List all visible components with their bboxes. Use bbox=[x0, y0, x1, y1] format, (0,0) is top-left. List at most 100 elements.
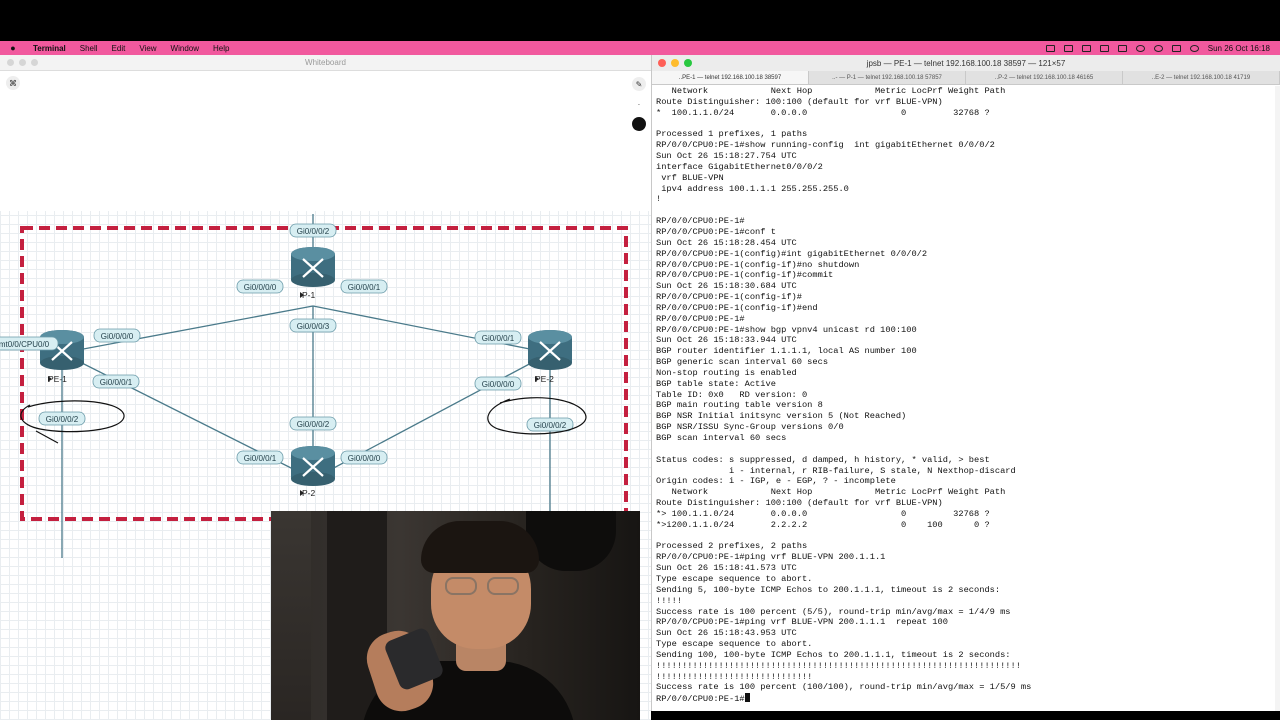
svg-text:Gi0/0/0/1: Gi0/0/0/1 bbox=[482, 334, 515, 343]
control-center-icon[interactable] bbox=[1171, 44, 1181, 52]
menu-view[interactable]: View bbox=[139, 43, 157, 53]
terminal-line: RP/0/0/CPU0:PE-1(config-if)# bbox=[656, 292, 802, 303]
notes-icon[interactable] bbox=[1063, 44, 1073, 52]
play-icon bbox=[48, 376, 52, 382]
terminal-line: RP/0/0/CPU0:PE-1(config-if)#no shutdown bbox=[656, 259, 860, 270]
terminal-line: Sun Oct 26 15:18:33.944 UTC bbox=[656, 335, 797, 346]
svg-text:mt0/0/CPU0/0: mt0/0/CPU0/0 bbox=[0, 340, 50, 349]
svg-text:Gi0/0/0/2: Gi0/0/0/2 bbox=[297, 420, 330, 429]
wifi-icon[interactable] bbox=[1135, 44, 1145, 52]
svg-text:Gi0/0/0/1: Gi0/0/0/1 bbox=[244, 454, 277, 463]
router-p2-icon[interactable] bbox=[291, 446, 335, 486]
screen-record-icon[interactable] bbox=[1045, 44, 1055, 52]
terminal-line: Table ID: 0x0 RD version: 0 bbox=[656, 389, 808, 400]
terminal-line: RP/0/0/CPU0:PE-1# bbox=[656, 313, 745, 324]
terminal-line: Sun Oct 26 15:18:27.754 UTC bbox=[656, 151, 797, 162]
svg-text:Gi0/0/0/0: Gi0/0/0/0 bbox=[482, 380, 515, 389]
terminal-line: *> 100.1.1.0/24 0.0.0.0 0 32768 ? bbox=[656, 508, 990, 519]
tab-pe-2[interactable]: ..E-2 — telnet 192.168.100.18 41719 bbox=[1123, 71, 1280, 84]
terminal-line: * 100.1.1.0/24 0.0.0.0 0 32768 ? bbox=[656, 107, 990, 118]
toolbar-toggle-icon[interactable]: ⌘ bbox=[6, 76, 20, 90]
flag-icon[interactable] bbox=[1099, 44, 1109, 52]
play-icon bbox=[300, 490, 304, 496]
iface-p1-left[interactable]: Gi0/0/0/0 bbox=[236, 279, 284, 294]
terminal-line: BGP router identifier 1.1.1.1, local AS … bbox=[656, 346, 917, 357]
router-p1-icon[interactable] bbox=[291, 247, 335, 287]
iface-pe1-mgmt[interactable]: mt0/0/CPU0/0 bbox=[0, 336, 59, 351]
iface-p1-top[interactable]: Gi0/0/0/2 bbox=[289, 223, 337, 238]
pen-tool-icon[interactable]: ✎ bbox=[632, 77, 646, 91]
terminal-scrollbar[interactable] bbox=[1275, 86, 1280, 711]
terminal-line: Processed 2 prefixes, 2 paths bbox=[656, 541, 808, 552]
battery-icon[interactable] bbox=[1081, 44, 1091, 52]
tab-pe-1[interactable]: ..PE-1 — telnet 192.168.100.18 38597 bbox=[652, 71, 809, 84]
terminal-line: Sun Oct 26 15:18:43.953 UTC bbox=[656, 628, 797, 639]
close-button[interactable] bbox=[7, 59, 14, 66]
whiteboard-titlebar: Whiteboard bbox=[0, 55, 651, 71]
minimize-button[interactable] bbox=[19, 59, 26, 66]
terminal-line: BGP generic scan interval 60 secs bbox=[656, 357, 829, 368]
terminal-line: RP/0/0/CPU0:PE-1#ping vrf BLUE-VPN 200.1… bbox=[656, 617, 948, 628]
terminal-line: Sending 5, 100-byte ICMP Echos to 200.1.… bbox=[656, 584, 1001, 595]
terminal-line: RP/0/0/CPU0:PE-1# bbox=[656, 216, 745, 227]
terminal-line bbox=[656, 531, 1274, 542]
annotation-circles bbox=[20, 397, 587, 444]
color-black-icon[interactable] bbox=[632, 117, 646, 131]
terminal-prompt: RP/0/0/CPU0:PE-1# bbox=[656, 694, 745, 705]
network-diagram[interactable]: P-1 PE-1 PE-2 P-2 Gi0/0/0/2 Gi0/0/0 bbox=[0, 71, 651, 720]
menu-window[interactable]: Window bbox=[170, 43, 199, 53]
router-pe2-icon[interactable] bbox=[528, 330, 572, 370]
zoom-button[interactable] bbox=[31, 59, 38, 66]
menubar-status-area: Sun 26 Oct 16:18 bbox=[1045, 43, 1280, 53]
terminal-prompt-line[interactable]: RP/0/0/CPU0:PE-1# bbox=[656, 693, 1274, 704]
terminal-line: Network Next Hop Metric LocPrf Weight Pa… bbox=[656, 86, 1006, 96]
menu-edit[interactable]: Edit bbox=[111, 43, 126, 53]
iface-pe1-lower[interactable]: Gi0/0/0/1 bbox=[92, 374, 140, 389]
node-label-pe2: PE-2 bbox=[535, 374, 554, 384]
terminal-line: RP/0/0/CPU0:PE-1(config)#int gigabitEthe… bbox=[656, 248, 928, 259]
menubar-clock[interactable]: Sun 26 Oct 16:18 bbox=[1207, 43, 1270, 53]
terminal-line: vrf BLUE-VPN bbox=[656, 172, 724, 183]
terminal-line: Sun Oct 26 15:18:28.454 UTC bbox=[656, 237, 797, 248]
search-icon[interactable] bbox=[1153, 44, 1163, 52]
iface-pe2-lower[interactable]: Gi0/0/0/0 bbox=[474, 376, 522, 391]
terminal-line: !!!!! bbox=[656, 595, 683, 606]
terminal-line: Network Next Hop Metric LocPrf Weight Pa… bbox=[656, 487, 1006, 498]
terminal-line: ipv4 address 100.1.1.1 255.255.255.0 bbox=[656, 183, 849, 194]
minimize-button[interactable] bbox=[671, 59, 679, 67]
iface-pe1-down[interactable]: Gi0/0/0/2 bbox=[38, 411, 86, 426]
menu-help[interactable]: Help bbox=[213, 43, 230, 53]
bluetooth-icon[interactable] bbox=[1117, 44, 1127, 52]
iface-p2-right[interactable]: Gi0/0/0/0 bbox=[340, 450, 388, 465]
iface-pe1-upper[interactable]: Gi0/0/0/0 bbox=[93, 328, 141, 343]
zoom-button[interactable] bbox=[684, 59, 692, 67]
terminal-output[interactable]: Network Next Hop Metric LocPrf Weight Pa… bbox=[656, 86, 1274, 711]
small-dot-icon[interactable]: · bbox=[632, 97, 646, 111]
apple-icon[interactable]: ● bbox=[10, 43, 16, 53]
menu-shell[interactable]: Shell bbox=[79, 43, 98, 53]
svg-text:Gi0/0/0/2: Gi0/0/0/2 bbox=[534, 421, 567, 430]
terminal-line: Success rate is 100 percent (5/5), round… bbox=[656, 606, 1011, 617]
terminal-line: RP/0/0/CPU0:PE-1#show bgp vpnv4 unicast … bbox=[656, 324, 917, 335]
iface-p1-bottom[interactable]: Gi0/0/0/3 bbox=[289, 318, 337, 333]
terminal-title: jpsb — PE-1 — telnet 192.168.100.18 3859… bbox=[866, 58, 1066, 68]
terminal-line bbox=[656, 205, 1274, 216]
iface-pe2-upper[interactable]: Gi0/0/0/1 bbox=[474, 330, 522, 345]
iface-p1-right[interactable]: Gi0/0/0/1 bbox=[340, 279, 388, 294]
terminal-window: jpsb — PE-1 — telnet 192.168.100.18 3859… bbox=[651, 55, 1280, 711]
close-button[interactable] bbox=[658, 59, 666, 67]
tab-p-2[interactable]: ..P-2 — telnet 192.168.100.18 46165 bbox=[966, 71, 1123, 84]
webcam-overlay bbox=[271, 511, 640, 720]
iface-pe2-down[interactable]: Gi0/0/0/2 bbox=[526, 417, 574, 432]
terminal-tabs: ..PE-1 — telnet 192.168.100.18 38597 ..-… bbox=[652, 71, 1280, 85]
siri-icon[interactable] bbox=[1189, 44, 1199, 52]
terminal-line: Sun Oct 26 15:18:30.684 UTC bbox=[656, 281, 797, 292]
tab-p-1[interactable]: ..- — P-1 — telnet 192.168.100.18 57857 bbox=[809, 71, 966, 84]
terminal-line: Sending 100, 100-byte ICMP Echos to 200.… bbox=[656, 649, 1011, 660]
terminal-line: BGP main routing table version 8 bbox=[656, 400, 823, 411]
iface-p2-top[interactable]: Gi0/0/0/2 bbox=[289, 416, 337, 431]
terminal-line: BGP NSR/ISSU Sync-Group versions 0/0 bbox=[656, 422, 844, 433]
iface-p2-left[interactable]: Gi0/0/0/1 bbox=[236, 450, 284, 465]
menu-app-terminal[interactable]: Terminal bbox=[33, 43, 66, 53]
svg-text:Gi0/0/0/0: Gi0/0/0/0 bbox=[101, 332, 134, 341]
